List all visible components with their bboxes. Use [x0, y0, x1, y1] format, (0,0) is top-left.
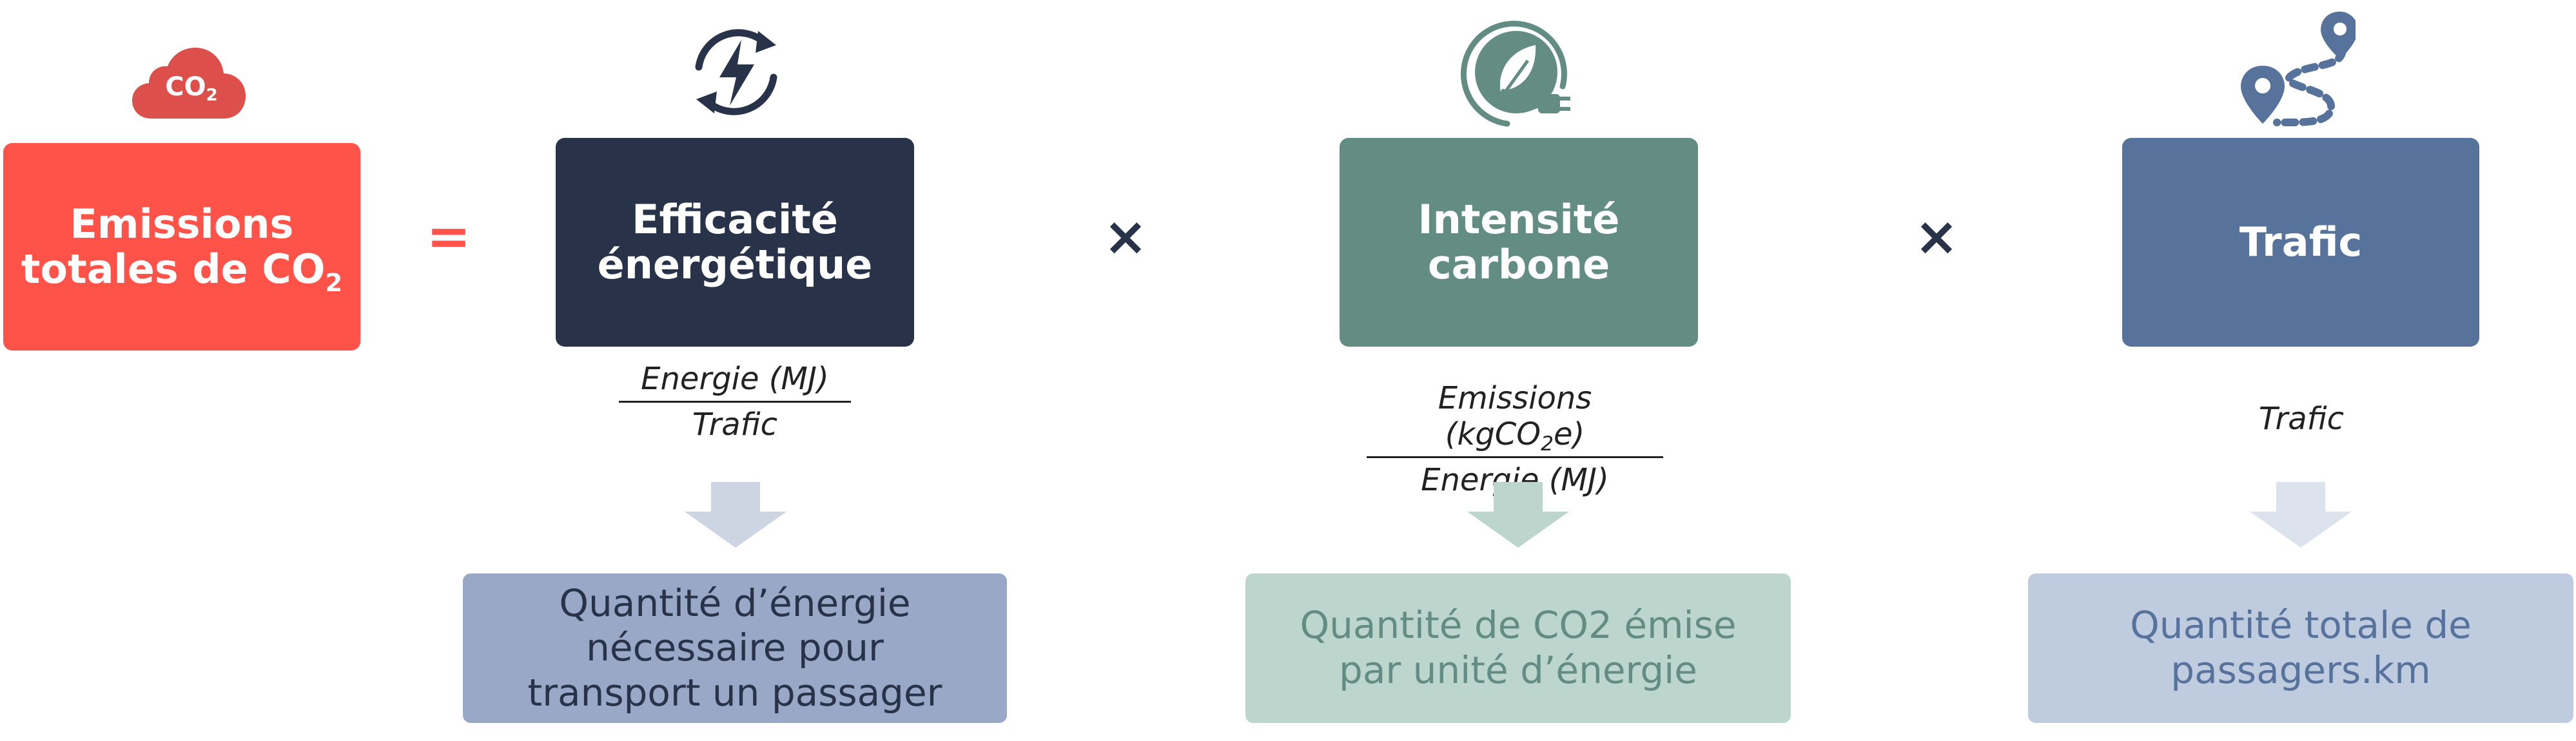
- total-line1: Emissions: [70, 200, 294, 247]
- intensity-line1: Intensité: [1418, 195, 1620, 243]
- equals-operator: =: [426, 206, 471, 267]
- efficiency-fraction-bar: [619, 401, 851, 403]
- intensity-down-arrow: [1467, 482, 1569, 548]
- traffic-desc-line2: passagers.km: [2171, 648, 2431, 692]
- efficiency-down-arrow: [685, 482, 786, 548]
- intensity-numerator-b: e): [1553, 416, 1585, 452]
- intensity-desc-line2: par unité d’énergie: [1339, 648, 1697, 692]
- total-emissions-box: Emissions totales de CO2: [3, 143, 360, 351]
- intensity-numerator-a: Emissions (kgCO: [1438, 380, 1592, 452]
- efficiency-formula: Energie (MJ) Trafic: [619, 361, 851, 443]
- intensity-line2: carbone: [1427, 241, 1610, 288]
- energy-cycle-bolt-icon: [682, 18, 790, 126]
- efficiency-denominator: Trafic: [692, 407, 778, 443]
- energy-efficiency-box: Efficacité énergétique: [556, 138, 914, 347]
- efficiency-desc-line2: nécessaire pour: [586, 626, 884, 670]
- co2-badge-subscript: 2: [206, 86, 218, 105]
- carbon-intensity-box: Intensité carbone: [1340, 138, 1698, 347]
- intensity-numerator-sub: 2: [1541, 432, 1554, 456]
- co2-badge-label: CO: [165, 72, 206, 102]
- total-line2-wrap: totales de CO2: [21, 245, 342, 297]
- intensity-description-box: Quantité de CO2 émise par unité d’énergi…: [1245, 573, 1791, 723]
- route-map-pins-icon: [2239, 9, 2356, 129]
- traffic-desc-line1: Quantité totale de: [2130, 603, 2472, 648]
- efficiency-description-box: Quantité d’énergie nécessaire pour trans…: [463, 573, 1007, 723]
- multiply-operator-2: ×: [1914, 206, 1959, 267]
- total-line2: totales de CO: [21, 245, 326, 293]
- co2-badge-text: CO2: [139, 72, 244, 105]
- co2-cloud-icon: [132, 48, 251, 121]
- leaf-plug-icon: [1458, 15, 1574, 131]
- efficiency-line2: énergétique: [597, 241, 873, 288]
- total-subscript: 2: [325, 269, 343, 298]
- multiply-operator-1: ×: [1103, 206, 1148, 267]
- traffic-box: Trafic: [2122, 138, 2479, 347]
- intensity-desc-line1: Quantité de CO2 émise: [1300, 603, 1737, 648]
- efficiency-line1: Efficacité: [632, 195, 838, 243]
- intensity-fraction-bar: [1367, 456, 1663, 458]
- intensity-formula: Emissions (kgCO2e) Energie (MJ): [1367, 380, 1663, 498]
- efficiency-desc-line3: transport un passager: [527, 670, 942, 715]
- efficiency-numerator: Energie (MJ): [641, 361, 829, 397]
- traffic-description-box: Quantité totale de passagers.km: [2028, 573, 2573, 723]
- intensity-numerator: Emissions (kgCO2e): [1367, 380, 1663, 456]
- traffic-label: Trafic: [2239, 218, 2363, 265]
- efficiency-desc-line1: Quantité d’énergie: [559, 581, 911, 625]
- traffic-down-arrow: [2250, 482, 2352, 548]
- traffic-formula: Trafic: [2258, 401, 2345, 437]
